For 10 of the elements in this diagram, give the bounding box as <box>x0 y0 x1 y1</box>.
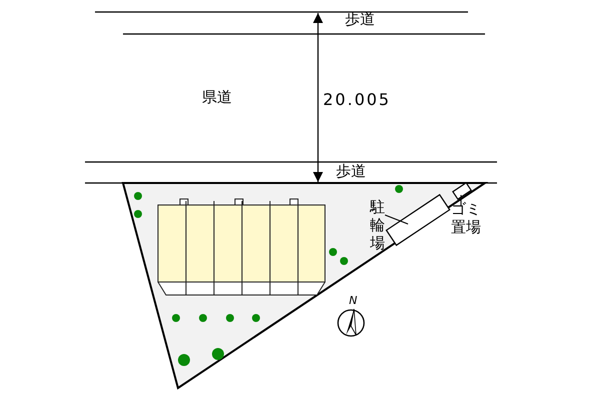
road-label: 県道 <box>202 89 232 106</box>
leader-line <box>384 214 408 224</box>
dimension-value: 20.005 <box>323 91 391 109</box>
north-label: N <box>349 294 358 307</box>
sidewalk-label: 歩道 <box>345 11 375 28</box>
garbage-area-label: ゴミ置場 <box>451 200 485 236</box>
bicycle-parking-label: 駐輪場 <box>370 198 387 252</box>
garbage-box <box>452 182 472 200</box>
leader-line <box>460 194 462 206</box>
sidewalk-label: 歩道 <box>336 163 366 180</box>
